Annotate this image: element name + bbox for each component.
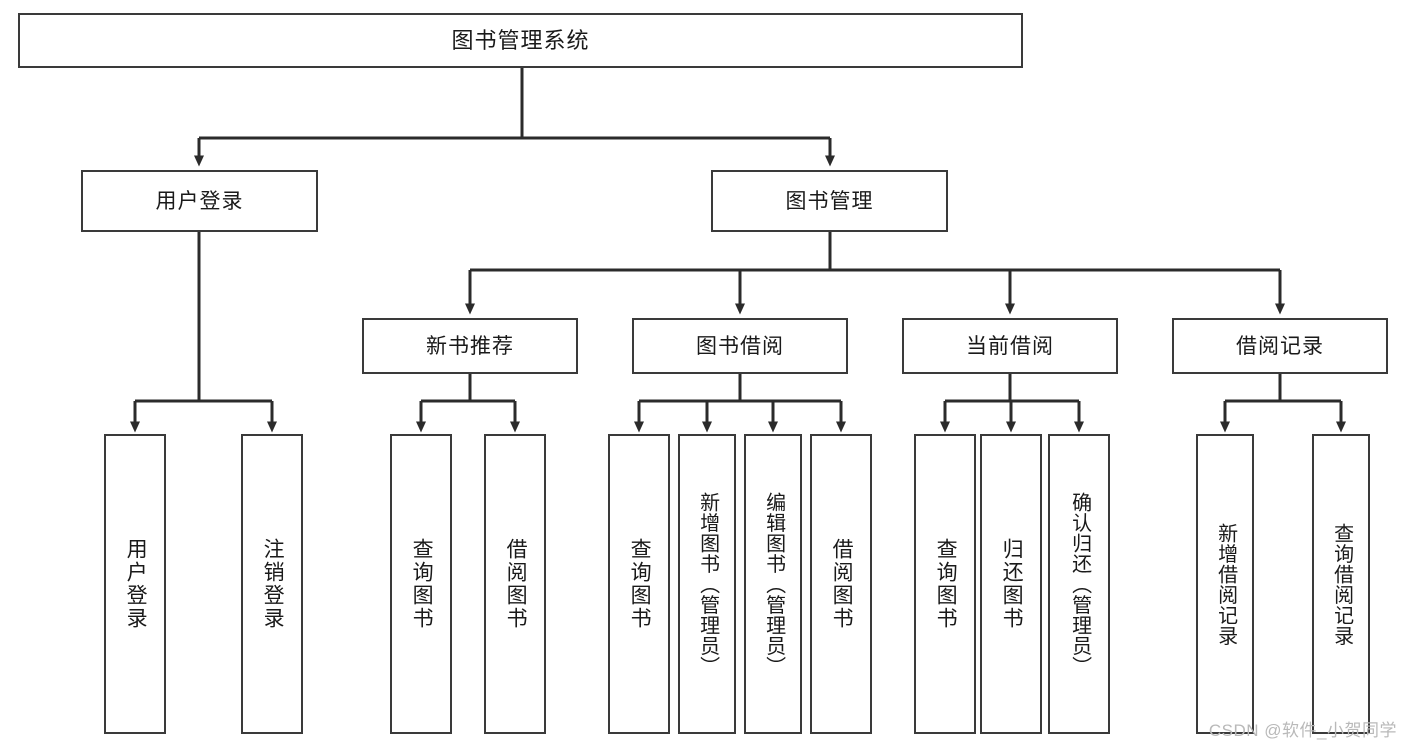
node-label: 图书借阅 (696, 334, 784, 358)
node-label: 借阅图书 (830, 538, 854, 630)
connector-root-to-level2 (194, 68, 835, 167)
node-leaf-edit-book-admin[interactable]: 编辑图书（管理员） (744, 434, 802, 734)
node-leaf-add-book-admin[interactable]: 新增图书（管理员） (678, 434, 736, 734)
node-current-borrow[interactable]: 当前借阅 (902, 318, 1118, 374)
node-label: 查询图书 (934, 538, 958, 630)
node-label: 查询借阅记录 (1330, 522, 1353, 646)
connector-newbook-to-leaves (416, 374, 520, 433)
node-new-book-recommend[interactable]: 新书推荐 (362, 318, 578, 374)
node-label: 确认归还（管理员） (1068, 491, 1091, 677)
node-borrow-record[interactable]: 借阅记录 (1172, 318, 1388, 374)
connector-bookmgmt-to-level3 (465, 232, 1285, 315)
node-label: 新增图书（管理员） (696, 491, 719, 677)
connector-bookborrow-to-leaves (634, 374, 846, 433)
node-book-management[interactable]: 图书管理 (711, 170, 948, 232)
node-book-borrow[interactable]: 图书借阅 (632, 318, 848, 374)
node-user-login[interactable]: 用户登录 (81, 170, 318, 232)
node-label: 新书推荐 (426, 334, 514, 358)
node-leaf-logout[interactable]: 注销登录 (241, 434, 303, 734)
node-label: 当前借阅 (966, 334, 1054, 358)
node-leaf-return-book[interactable]: 归还图书 (980, 434, 1042, 734)
connector-currentborrow-to-leaves (940, 374, 1084, 433)
node-label: 借阅记录 (1236, 334, 1324, 358)
node-label: 借阅图书 (504, 538, 528, 630)
node-leaf-query-book-borrow[interactable]: 查询图书 (608, 434, 670, 734)
node-label: 用户登录 (155, 189, 244, 213)
node-leaf-user-login[interactable]: 用户登录 (104, 434, 166, 734)
node-leaf-borrow-book[interactable]: 借阅图书 (810, 434, 872, 734)
node-label: 图书管理 (785, 189, 874, 213)
node-label: 查询图书 (628, 538, 652, 630)
node-label: 图书管理系统 (451, 27, 590, 53)
node-leaf-query-borrow-record[interactable]: 查询借阅记录 (1312, 434, 1370, 734)
node-root-system[interactable]: 图书管理系统 (18, 13, 1023, 68)
node-label: 查询图书 (410, 538, 434, 630)
node-label: 归还图书 (1000, 538, 1024, 630)
node-leaf-add-borrow-record[interactable]: 新增借阅记录 (1196, 434, 1254, 734)
node-label: 用户登录 (124, 538, 148, 630)
connector-borrowrecord-to-leaves (1220, 374, 1346, 433)
node-label: 编辑图书（管理员） (762, 491, 785, 677)
node-leaf-confirm-return-admin[interactable]: 确认归还（管理员） (1048, 434, 1110, 734)
node-label: 新增借阅记录 (1214, 522, 1237, 646)
node-leaf-query-book-current[interactable]: 查询图书 (914, 434, 976, 734)
node-leaf-borrow-book-recommend[interactable]: 借阅图书 (484, 434, 546, 734)
node-leaf-query-book-recommend[interactable]: 查询图书 (390, 434, 452, 734)
connector-userlogin-to-leaves (130, 232, 277, 433)
node-label: 注销登录 (261, 538, 285, 630)
